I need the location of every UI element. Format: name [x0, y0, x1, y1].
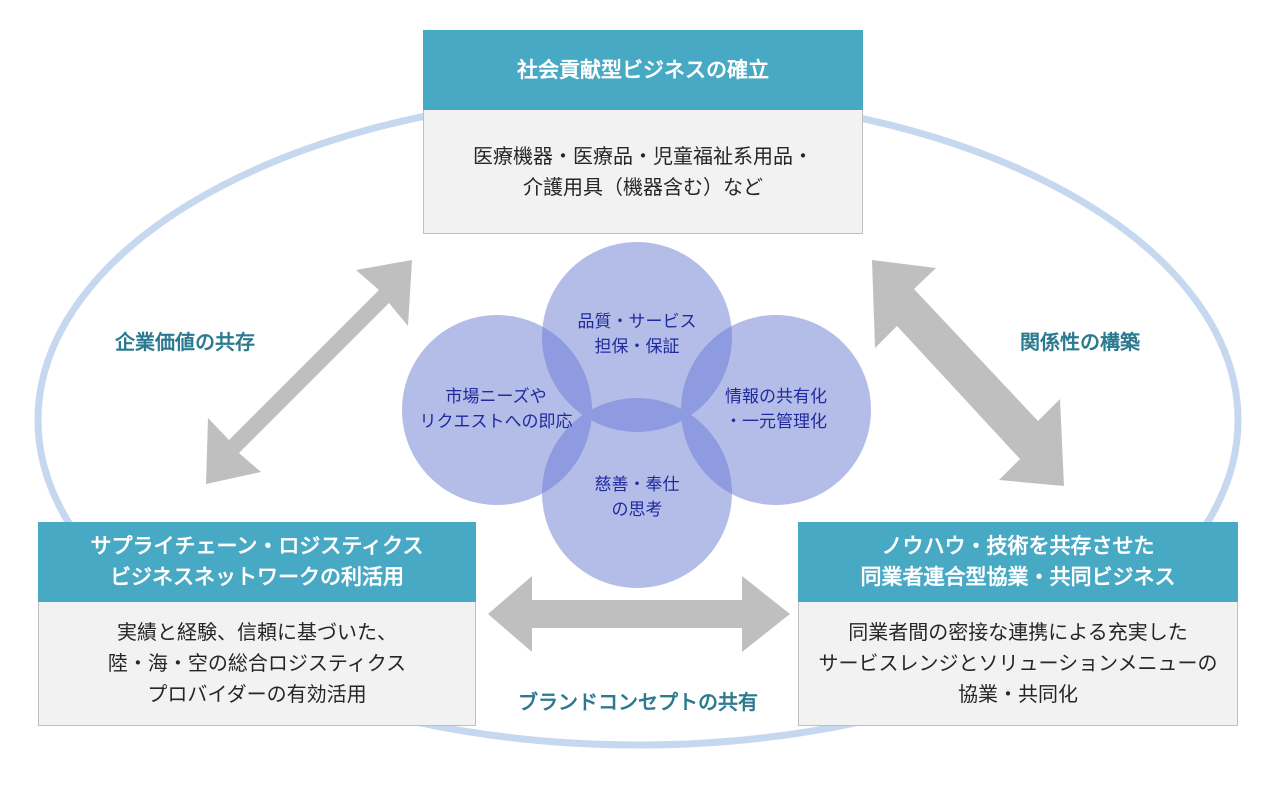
circle-right-text: 情報の共有化 ・一元管理化: [696, 382, 856, 438]
circle-left-text: 市場ニーズや リクエストへの即応: [405, 382, 587, 438]
right-box-body: 同業者間の密接な連携による充実した サービスレンジとソリューションメニューの 協…: [798, 602, 1238, 726]
bottom-arrow-label: ブランドコンセプトの共有: [518, 690, 758, 714]
left-box-body-line-3: プロバイダーの有効活用: [147, 682, 367, 706]
right-box-title: ノウハウ・技術を共存させた 同業者連合型協業・共同ビジネス: [798, 522, 1238, 602]
right-double-arrow: [872, 260, 1064, 486]
left-box-title: サプライチェーン・ロジスティクス ビジネスネットワークの利活用: [38, 522, 476, 602]
left-box-body-line-1: 実績と経験、信頼に基づいた、: [117, 620, 397, 644]
right-box-body-line-1: 同業者間の密接な連携による充実した: [848, 620, 1188, 644]
circle-top-line-2: 担保・保証: [594, 337, 680, 357]
circle-left-line-1: 市場ニーズや: [445, 387, 547, 407]
right-box-body-line-3: 協業・共同化: [958, 682, 1078, 706]
circle-left-line-2: リクエストへの即応: [419, 412, 573, 432]
right-arrow-label: 関係性の構築: [1020, 330, 1140, 354]
right-box-title-line-1: ノウハウ・技術を共存させた: [881, 534, 1155, 558]
right-box-body-line-2: サービスレンジとソリューションメニューの: [818, 651, 1218, 675]
left-box: サプライチェーン・ロジスティクス ビジネスネットワークの利活用 実績と経験、信頼…: [38, 522, 476, 726]
left-double-arrow: [206, 260, 412, 484]
top-box-body: 医療機器・医療品・児童福祉系用品・ 介護用具（機器含む）など: [423, 110, 863, 234]
bottom-double-arrow: [488, 576, 790, 652]
circle-top-line-1: 品質・サービス: [577, 312, 697, 332]
left-arrow-label: 企業価値の共存: [115, 330, 255, 354]
right-box: ノウハウ・技術を共存させた 同業者連合型協業・共同ビジネス 同業者間の密接な連携…: [798, 522, 1238, 726]
top-box-body-line-2: 介護用具（機器含む）など: [523, 174, 763, 199]
circle-bottom-line-1: 慈善・奉仕: [594, 475, 680, 495]
circle-top-text: 品質・サービス 担保・保証: [557, 307, 717, 363]
circle-left: [402, 315, 592, 505]
top-box: 社会貢献型ビジネスの確立 医療機器・医療品・児童福祉系用品・ 介護用具（機器含む…: [423, 30, 863, 234]
left-box-body: 実績と経験、信頼に基づいた、 陸・海・空の総合ロジスティクス プロバイダーの有効…: [38, 602, 476, 726]
circle-right-line-2: ・一元管理化: [725, 412, 827, 432]
right-box-title-line-2: 同業者連合型協業・共同ビジネス: [860, 565, 1176, 589]
top-box-title: 社会貢献型ビジネスの確立: [423, 30, 863, 110]
top-box-title-text: 社会貢献型ビジネスの確立: [517, 57, 769, 82]
left-box-title-line-1: サプライチェーン・ロジスティクス: [90, 534, 424, 558]
top-box-body-line-1: 医療機器・医療品・児童福祉系用品・: [473, 143, 813, 168]
circle-bottom-text: 慈善・奉仕 の思考: [557, 470, 717, 526]
circle-cluster: [402, 242, 871, 588]
circle-bottom: [542, 398, 732, 588]
left-box-title-line-2: ビジネスネットワークの利活用: [110, 565, 404, 589]
left-box-body-line-2: 陸・海・空の総合ロジスティクス: [107, 651, 407, 675]
circle-bottom-line-2: の思考: [611, 500, 663, 520]
circle-right-line-1: 情報の共有化: [725, 387, 827, 407]
